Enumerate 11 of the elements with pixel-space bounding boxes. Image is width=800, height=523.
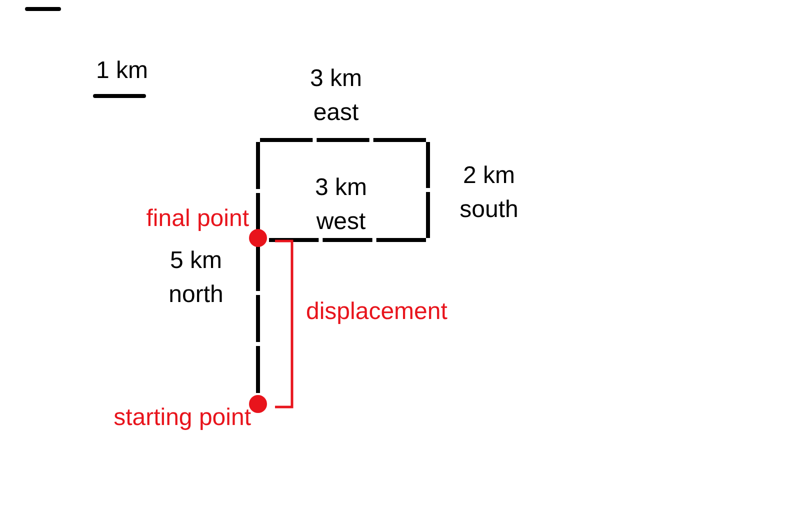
distance-label: 3 km east [308, 64, 363, 128]
point-dot [249, 229, 267, 247]
distance-label: 3 km west [314, 173, 368, 237]
distance-label: 1 km [94, 56, 149, 86]
point-dot [249, 395, 267, 413]
distance-label: 2 km south [458, 161, 520, 225]
displacement-label: displacement [306, 297, 448, 327]
point-label: starting point [114, 404, 251, 432]
distance-label: 5 km north [168, 246, 224, 310]
walk-path [256, 138, 430, 393]
point-label: final point [146, 205, 249, 233]
